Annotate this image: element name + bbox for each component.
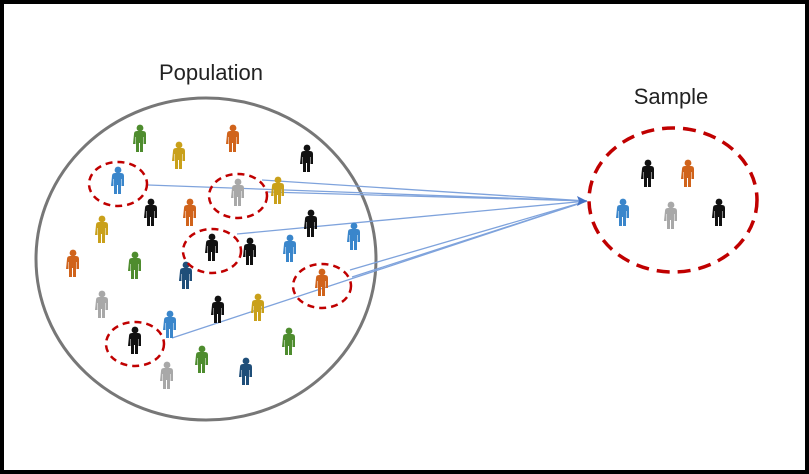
sample-circle [587,126,759,274]
selected-person-ring [291,262,353,310]
population-person-yellow [251,293,264,321]
population-person-green [195,345,208,373]
population-person-yellow [95,215,108,243]
selection-arrow-line [261,179,588,202]
population-person-black [304,209,317,237]
sampling-diagram: Population Sample [4,4,805,470]
selected-person-ring [207,172,269,220]
selection-arrow-line [236,200,588,235]
population-person-green [133,124,146,152]
sample-person-blue [616,198,629,226]
sample-person-gray [664,201,677,229]
population-person-orange [226,124,239,152]
population-person-gray [160,361,173,389]
population-person-green [128,251,141,279]
population-person-black [205,233,218,261]
selection-arrow-line [349,200,588,271]
arrowhead-icon [577,196,587,206]
population-person-blue [347,222,360,250]
selection-arrow-line [171,200,588,339]
population-person-orange [183,198,196,226]
population-person-blue [283,234,296,262]
population-person-yellow [271,176,284,204]
population-person-blue [163,310,176,338]
population-person-gray [95,290,108,318]
selection-arrow-line [267,191,588,202]
population-person-black [243,237,256,265]
population-person-black [300,144,313,172]
sample-person-black [641,159,654,187]
population-person-black [128,326,141,354]
population-person-black [211,295,224,323]
sample-label: Sample [634,84,709,109]
selected-person-ring [104,320,166,368]
population-person-yellow [172,141,185,169]
population-person-navy [239,357,252,385]
population-person-orange [66,249,79,277]
population-person-orange [315,268,328,296]
population-person-gray [231,178,244,206]
sample-person-black [712,198,725,226]
selected-person-ring [87,160,149,208]
population-person-green [282,327,295,355]
sample-person-orange [681,159,694,187]
population-person-black [144,198,157,226]
population-label: Population [159,60,263,85]
population-person-blue [111,166,124,194]
selected-person-ring [181,227,243,275]
population-circle [34,96,378,422]
diagram-canvas: Population Sample [34,60,759,422]
